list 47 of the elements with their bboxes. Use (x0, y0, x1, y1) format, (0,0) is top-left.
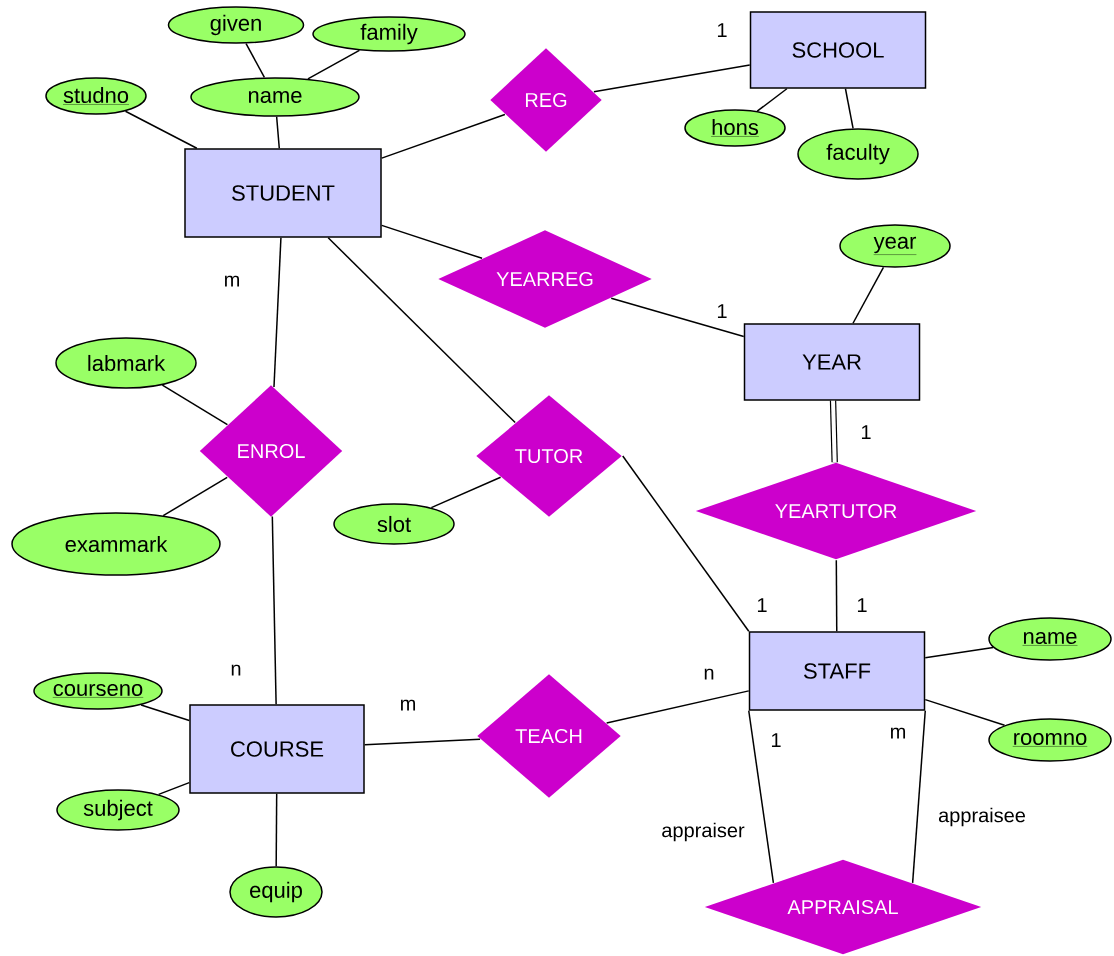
connector-line (911, 710, 926, 884)
cardinality-label: m (891, 727, 905, 739)
cardinality-label: 1 (771, 733, 781, 747)
entity-box: YEAR (743, 323, 921, 401)
cardinality-label: n (231, 664, 241, 676)
connector-line (124, 110, 198, 149)
connector-line (327, 237, 516, 424)
connector-line (157, 781, 190, 796)
connector-line (162, 476, 228, 517)
connector-line (307, 49, 361, 80)
cardinality-label: 1 (717, 23, 727, 37)
connector-line (924, 646, 994, 659)
connector-line (622, 455, 750, 632)
connector-line (245, 42, 266, 79)
cardinality-label: 1 (861, 425, 871, 439)
edge-label: appraiser (660, 821, 746, 843)
entity-box: COURSE (189, 704, 365, 794)
connector-line (844, 88, 854, 130)
connector-line (924, 698, 1006, 727)
connector-line (852, 266, 885, 324)
connector-line (835, 559, 838, 632)
cardinality-label: m (401, 699, 415, 711)
connector-line (593, 64, 751, 93)
connector-line (275, 793, 278, 867)
connector-line (364, 738, 481, 746)
connector-line (748, 710, 775, 884)
connector-line (140, 704, 190, 722)
cardinality-label: 1 (717, 304, 727, 318)
cardinality-label: 1 (857, 598, 867, 612)
connector-line (271, 515, 277, 705)
connector-line (605, 690, 750, 724)
connector-line (381, 224, 483, 260)
connector-line (161, 384, 229, 426)
connector-line (756, 88, 788, 112)
edge-label: appraisee (937, 806, 1027, 828)
cardinality-label: 1 (757, 598, 767, 612)
connector-line (430, 476, 502, 509)
cardinality-label: n (704, 668, 714, 680)
connector-line (829, 400, 838, 463)
entity-box: STAFF (748, 631, 926, 711)
entity-box: SCHOOL (749, 11, 927, 89)
connector-line (275, 116, 281, 149)
cardinality-label: m (225, 275, 239, 287)
entity-box: STUDENT (184, 148, 382, 238)
connector-line (273, 237, 282, 388)
connector-line (381, 113, 506, 159)
connector-line (610, 297, 745, 338)
